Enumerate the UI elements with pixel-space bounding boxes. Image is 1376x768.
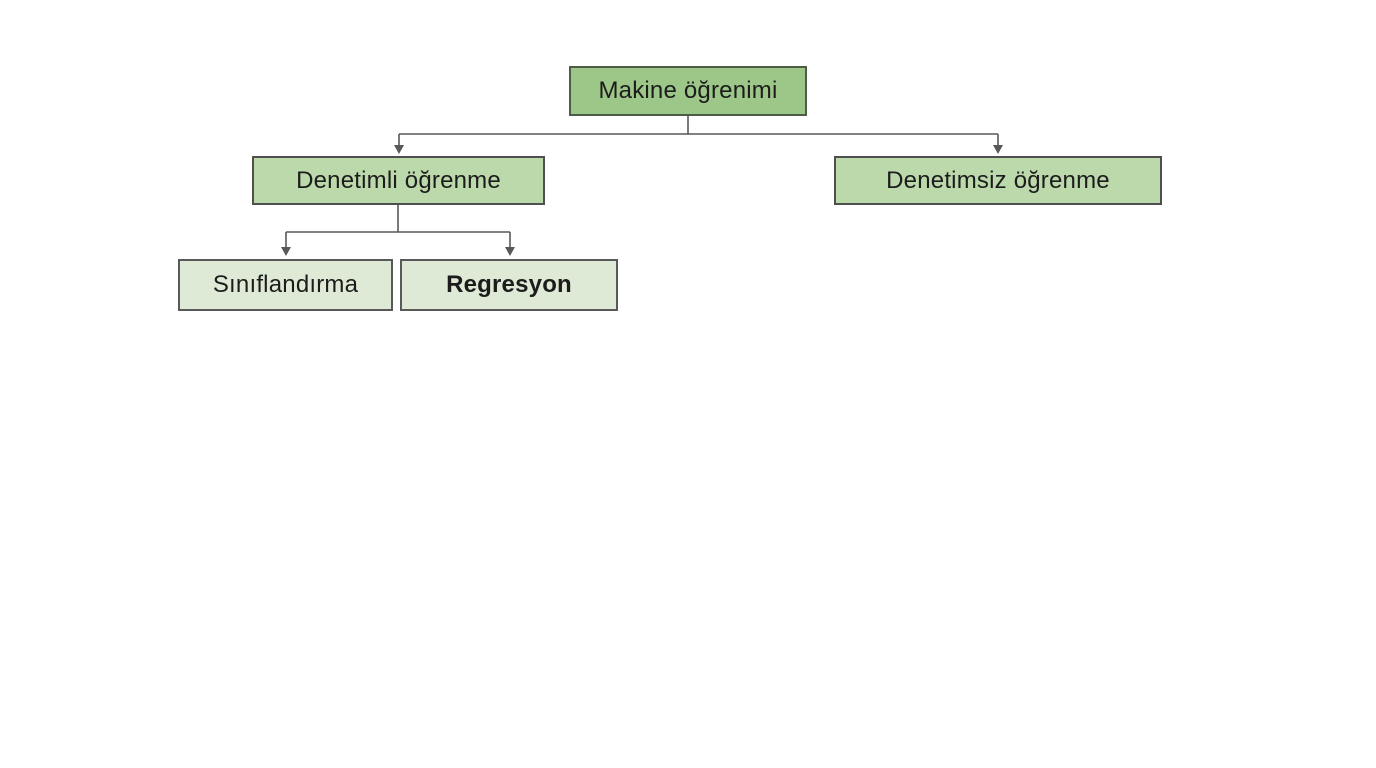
node-label: Denetimsiz öğrenme: [886, 166, 1110, 194]
arrowhead-unsupervised: [993, 145, 1003, 154]
node-label: Denetimli öğrenme: [296, 166, 501, 194]
connector-supervised-branch: [285, 205, 511, 248]
node-makine-ogrenimi: Makine öğrenimi: [569, 66, 807, 116]
node-denetimli-ogrenme: Denetimli öğrenme: [252, 156, 545, 205]
node-label: Sınıflandırma: [212, 271, 359, 298]
node-label: Regresyon: [446, 271, 572, 298]
node-regresyon: Regresyon: [400, 259, 618, 311]
node-denetimsiz-ogrenme: Denetimsiz öğrenme: [834, 156, 1162, 205]
arrowhead-classification: [281, 247, 291, 256]
connector-root-branch: [398, 116, 999, 146]
arrowhead-regression: [505, 247, 515, 256]
arrowhead-supervised: [394, 145, 404, 154]
node-siniflandirma: Sınıflandırma: [178, 259, 393, 311]
node-label: Makine öğrenimi: [598, 77, 778, 104]
